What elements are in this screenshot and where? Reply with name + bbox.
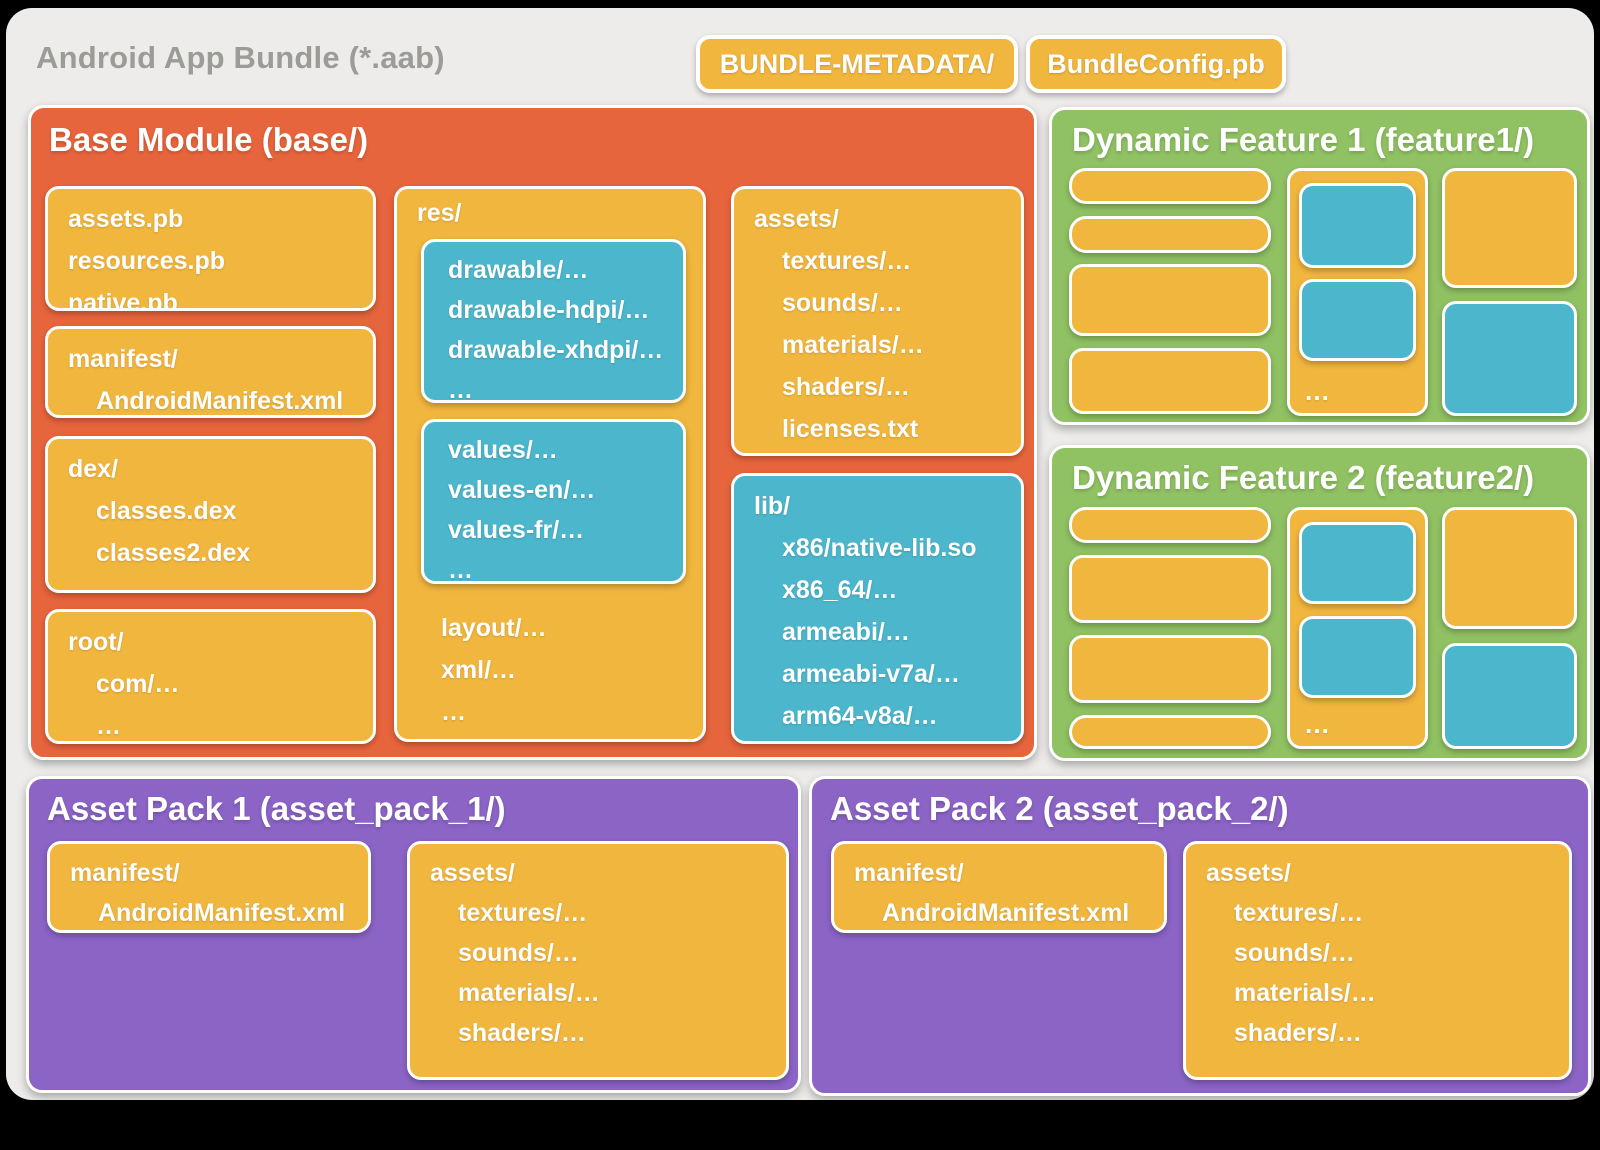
more-files-ellipsis: … [1304, 376, 1332, 407]
root-box: root/ com/… … [45, 609, 376, 744]
dynamic-feature-1: Dynamic Feature 1 (feature1/) … [1049, 107, 1590, 425]
dir-entry: values/… [448, 430, 683, 470]
res-other-entries: layout/… xml/… … [441, 607, 547, 733]
dir-entry: values-en/… [448, 470, 683, 510]
placeholder-file-box [1299, 183, 1416, 268]
dir-entry: drawable/… [448, 250, 683, 290]
dir-entry: sounds/… [1206, 933, 1559, 973]
dir-entry: root/ [68, 621, 363, 663]
dir-entry: values-fr/… [448, 510, 683, 550]
dynamic-feature-1-title: Dynamic Feature 1 (feature1/) [1072, 121, 1534, 159]
dir-entry: materials/… [1206, 973, 1559, 1013]
placeholder-file-box [1069, 555, 1271, 623]
drawable-box: drawable/… drawable-hdpi/… drawable-xhdp… [421, 239, 686, 403]
file-entry: … [68, 705, 363, 744]
bundle-config-box: BundleConfig.pb [1026, 35, 1286, 93]
res-box: res/ drawable/… drawable-hdpi/… drawable… [394, 186, 706, 742]
placeholder-file-box [1442, 168, 1577, 288]
placeholder-file-box [1299, 522, 1416, 604]
asset-pack-1: Asset Pack 1 (asset_pack_1/) manifest/ A… [26, 776, 801, 1093]
placeholder-file-box [1069, 264, 1271, 336]
placeholder-file-box [1442, 643, 1577, 749]
dir-entry: shaders/… [430, 1013, 776, 1053]
dir-entry: armeabi/… [754, 611, 1011, 653]
file-entry: classes.dex [68, 490, 363, 532]
dir-entry: … [441, 691, 547, 733]
placeholder-file-box [1442, 507, 1577, 629]
dir-entry: sounds/… [430, 933, 776, 973]
dir-entry: res/ [417, 199, 461, 228]
asset-pack-assets-box: assets/ textures/… sounds/… materials/… … [1183, 841, 1572, 1080]
dir-entry: x86_64/… [754, 569, 1011, 611]
manifest-box: manifest/ AndroidManifest.xml [45, 326, 376, 418]
file-entry: com/… [68, 663, 363, 705]
file-entry: assets.pb [68, 198, 363, 240]
dir-entry: dex/ [68, 448, 363, 490]
dir-entry: manifest/ [854, 853, 1154, 893]
placeholder-file-box [1442, 301, 1577, 416]
placeholder-file-box [1069, 168, 1271, 204]
base-assets-box: assets/ textures/… sounds/… materials/… … [731, 186, 1024, 456]
dir-entry: manifest/ [68, 338, 363, 380]
dir-entry: layout/… [441, 607, 547, 649]
dir-entry: sounds/… [754, 282, 1011, 324]
dir-entry: arm64-v8a/… [754, 695, 1011, 737]
placeholder-group-box: … [1287, 168, 1428, 416]
file-entry: AndroidManifest.xml [854, 893, 1154, 933]
dir-entry: xml/… [441, 649, 547, 691]
file-entry: x86/native-lib.so [754, 527, 1011, 569]
placeholder-file-box [1299, 279, 1416, 361]
dir-entry: assets/ [1206, 853, 1559, 893]
placeholder-file-box [1069, 635, 1271, 703]
dir-entry: textures/… [430, 893, 776, 933]
file-entry: licenses.txt [754, 408, 1011, 450]
file-entry: AndroidManifest.xml [68, 380, 363, 418]
lib-box: lib/ x86/native-lib.so x86_64/… armeabi/… [731, 473, 1024, 744]
file-entry: classes2.dex [68, 532, 363, 574]
dex-box: dex/ classes.dex classes2.dex … [45, 436, 376, 593]
dir-entry: assets/ [430, 853, 776, 893]
dir-entry: drawable-xhdpi/… [448, 330, 683, 370]
asset-pack-2: Asset Pack 2 (asset_pack_2/) manifest/ A… [809, 776, 1591, 1096]
bundle-metadata-box: BUNDLE-METADATA/ [696, 35, 1018, 93]
asset-pack-assets-box: assets/ textures/… sounds/… materials/… … [407, 841, 789, 1080]
placeholder-file-box [1299, 616, 1416, 698]
asset-pack-2-title: Asset Pack 2 (asset_pack_2/) [830, 790, 1289, 828]
placeholder-file-box [1069, 216, 1271, 253]
asset-pack-manifest-box: manifest/ AndroidManifest.xml [831, 841, 1167, 933]
dir-entry: materials/… [430, 973, 776, 1013]
dir-entry: textures/… [1206, 893, 1559, 933]
asset-pack-manifest-box: manifest/ AndroidManifest.xml [47, 841, 371, 933]
dir-entry: materials/… [754, 324, 1011, 366]
file-entry: native.pb [68, 282, 363, 311]
file-entry: … [68, 574, 363, 593]
dir-entry: assets/ [754, 198, 1011, 240]
file-entry: resources.pb [68, 240, 363, 282]
dir-entry: … [448, 370, 683, 403]
dir-entry: manifest/ [70, 853, 358, 893]
page-title: Android App Bundle (*.aab) [36, 40, 445, 76]
dir-entry: textures/… [754, 240, 1011, 282]
asset-pack-1-title: Asset Pack 1 (asset_pack_1/) [47, 790, 506, 828]
dynamic-feature-2-title: Dynamic Feature 2 (feature2/) [1072, 459, 1534, 497]
dir-entry: shaders/… [754, 366, 1011, 408]
base-module: Base Module (base/) assets.pb resources.… [28, 105, 1037, 760]
diagram-canvas: Android App Bundle (*.aab) BUNDLE-METADA… [6, 8, 1594, 1100]
placeholder-file-box [1069, 715, 1271, 749]
file-entry: AndroidManifest.xml [70, 893, 358, 933]
values-box: values/… values-en/… values-fr/… … [421, 419, 686, 584]
dir-entry: armeabi-v7a/… [754, 653, 1011, 695]
dir-entry: … [448, 550, 683, 584]
pb-files-box: assets.pb resources.pb native.pb [45, 186, 376, 311]
more-files-ellipsis: … [1304, 709, 1332, 740]
dir-entry: lib/ [754, 485, 1011, 527]
base-module-title: Base Module (base/) [49, 121, 368, 159]
dir-entry: drawable-hdpi/… [448, 290, 683, 330]
dynamic-feature-2: Dynamic Feature 2 (feature2/) … [1049, 445, 1590, 761]
placeholder-file-box [1069, 348, 1271, 414]
placeholder-group-box: … [1287, 507, 1428, 749]
dir-entry: shaders/… [1206, 1013, 1559, 1053]
placeholder-file-box [1069, 507, 1271, 543]
